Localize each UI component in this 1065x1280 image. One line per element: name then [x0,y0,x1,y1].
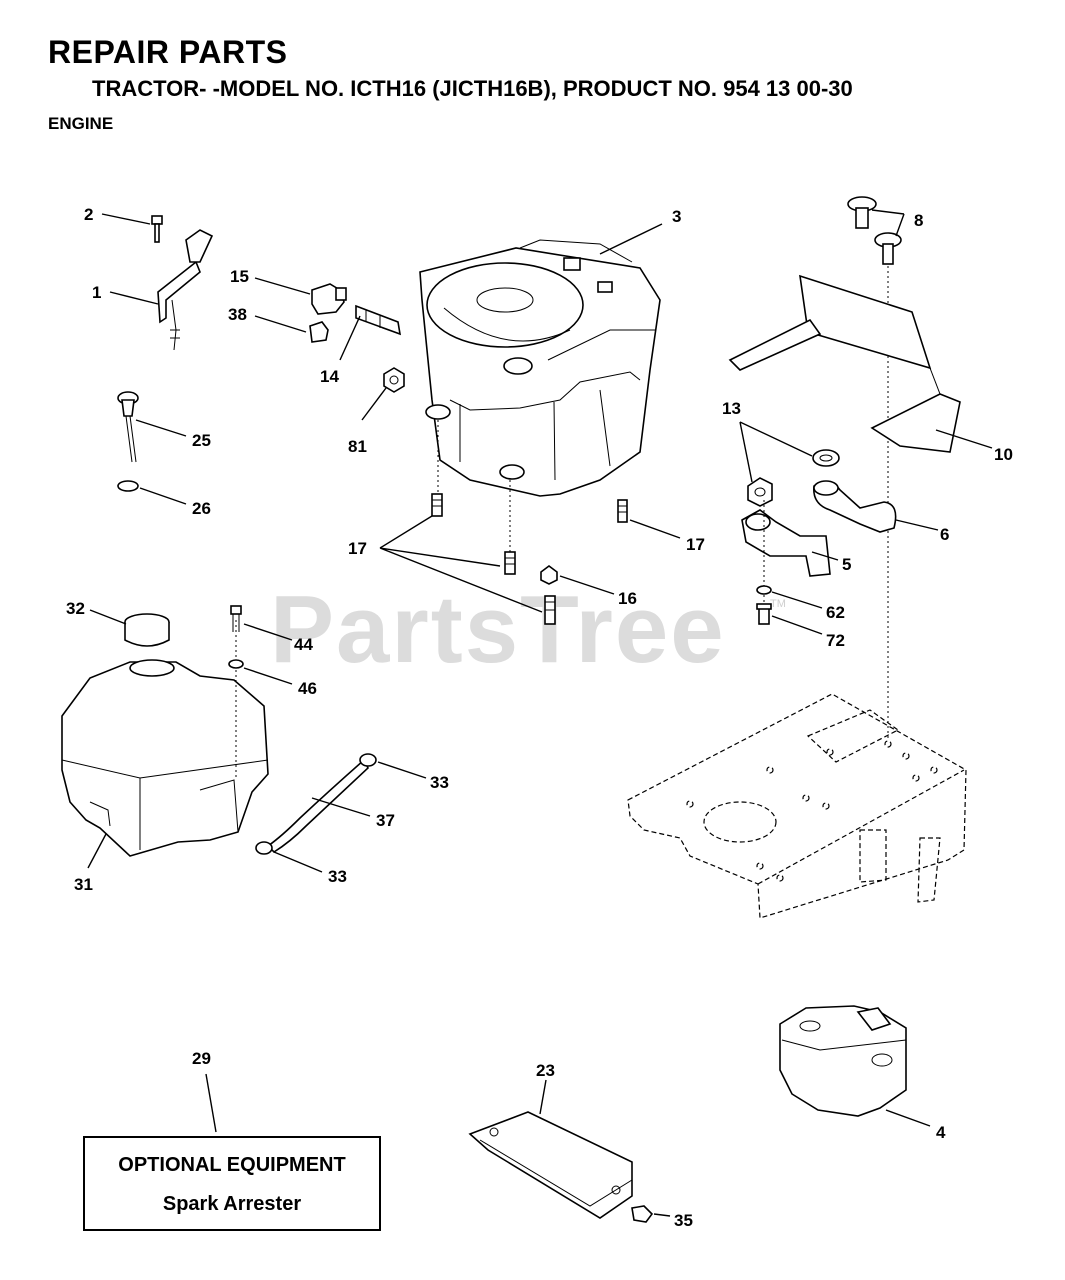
gasket-part-13-upper[interactable] [812,449,840,467]
callout-38: 38 [228,305,247,324]
callout-33-lower: 33 [328,867,347,886]
exhaust-pipe-part-6[interactable] [813,480,897,533]
callout-10: 10 [994,445,1013,464]
callout-1: 1 [92,283,101,302]
bolt-part-8-lower[interactable] [874,232,902,265]
fuel-cap-part-32[interactable] [124,613,170,647]
callout-46: 46 [298,679,317,698]
o-ring-part-26[interactable] [117,480,139,492]
callout-4: 4 [936,1123,946,1142]
callout-29: 29 [192,1049,211,1068]
callout-72: 72 [826,631,845,650]
bolt-part-17-lower[interactable] [544,595,556,625]
callout-5: 5 [842,555,851,574]
leader-lines [87,209,993,1217]
callout-15: 15 [230,267,249,286]
nut-part-16[interactable] [540,565,558,585]
callout-3: 3 [672,207,681,226]
fuel-line-part-37[interactable] [266,758,369,854]
callout-labels: 2 1 3 15 38 14 81 8 13 10 6 5 62 72 25 2… [66,205,1013,1230]
bolt-part-72[interactable] [756,603,772,625]
heat-shield-part-10[interactable] [728,274,961,453]
throttle-control-part[interactable] [157,229,214,351]
callout-35: 35 [674,1211,693,1230]
clamp-part-33-lower[interactable] [255,841,273,855]
callout-6: 6 [940,525,949,544]
spark-arrester-part-23[interactable] [468,1111,633,1219]
callout-26: 26 [192,499,211,518]
optional-equipment-heading: OPTIONAL EQUIPMENT [118,1154,346,1176]
callout-2: 2 [84,205,93,224]
callout-13: 13 [722,399,741,418]
bolt-part-8-upper[interactable] [847,196,877,229]
callout-37: 37 [376,811,395,830]
callout-33-upper: 33 [430,773,449,792]
optional-equipment-box: OPTIONAL EQUIPMENT Spark Arrester [83,1136,381,1231]
model-subtitle: TRACTOR- -MODEL NO. ICTH16 (JICTH16B), P… [92,76,853,101]
engine-part[interactable] [419,239,661,497]
callout-31: 31 [74,875,93,894]
clamp-part-33-upper[interactable] [359,753,377,767]
screw-part-35[interactable] [631,1205,654,1223]
callout-32: 32 [66,599,85,618]
screw-part-44[interactable] [230,605,242,632]
fitting-part-15[interactable] [311,283,347,315]
bolt-part-17-center[interactable] [504,551,516,575]
screw-part-2[interactable] [151,215,163,243]
muffler-part-4[interactable] [779,1005,907,1117]
chassis-frame [627,693,967,919]
callout-17-right: 17 [686,535,705,554]
washer-part-46[interactable] [228,659,244,669]
callout-44: 44 [294,635,313,654]
callout-81: 81 [348,437,367,456]
callout-8: 8 [914,211,923,230]
lock-washer-part-62[interactable] [756,585,772,595]
bolt-part-17-right[interactable] [617,499,628,523]
watermark-trademark: TM [770,598,786,610]
exhaust-pipe-part-5[interactable] [741,509,831,577]
section-heading: ENGINE [48,114,114,133]
gasket-part-13-lower[interactable] [747,477,773,507]
dipstick-part-25[interactable] [117,391,139,463]
clamp-part-38[interactable] [309,321,329,343]
callout-14: 14 [320,367,339,386]
optional-equipment-item: Spark Arrester [162,1193,302,1215]
fuel-tank-part-31[interactable] [61,659,269,857]
nut-part-81[interactable] [383,367,405,393]
callout-25: 25 [192,431,211,450]
fuel-line-part-14[interactable] [355,304,402,336]
bolt-part-17-left[interactable] [431,493,443,517]
page-title: REPAIR PARTS [48,34,288,70]
callout-62: 62 [826,603,845,622]
callout-17-left: 17 [348,539,367,558]
callout-16: 16 [618,589,637,608]
callout-23: 23 [536,1061,555,1080]
